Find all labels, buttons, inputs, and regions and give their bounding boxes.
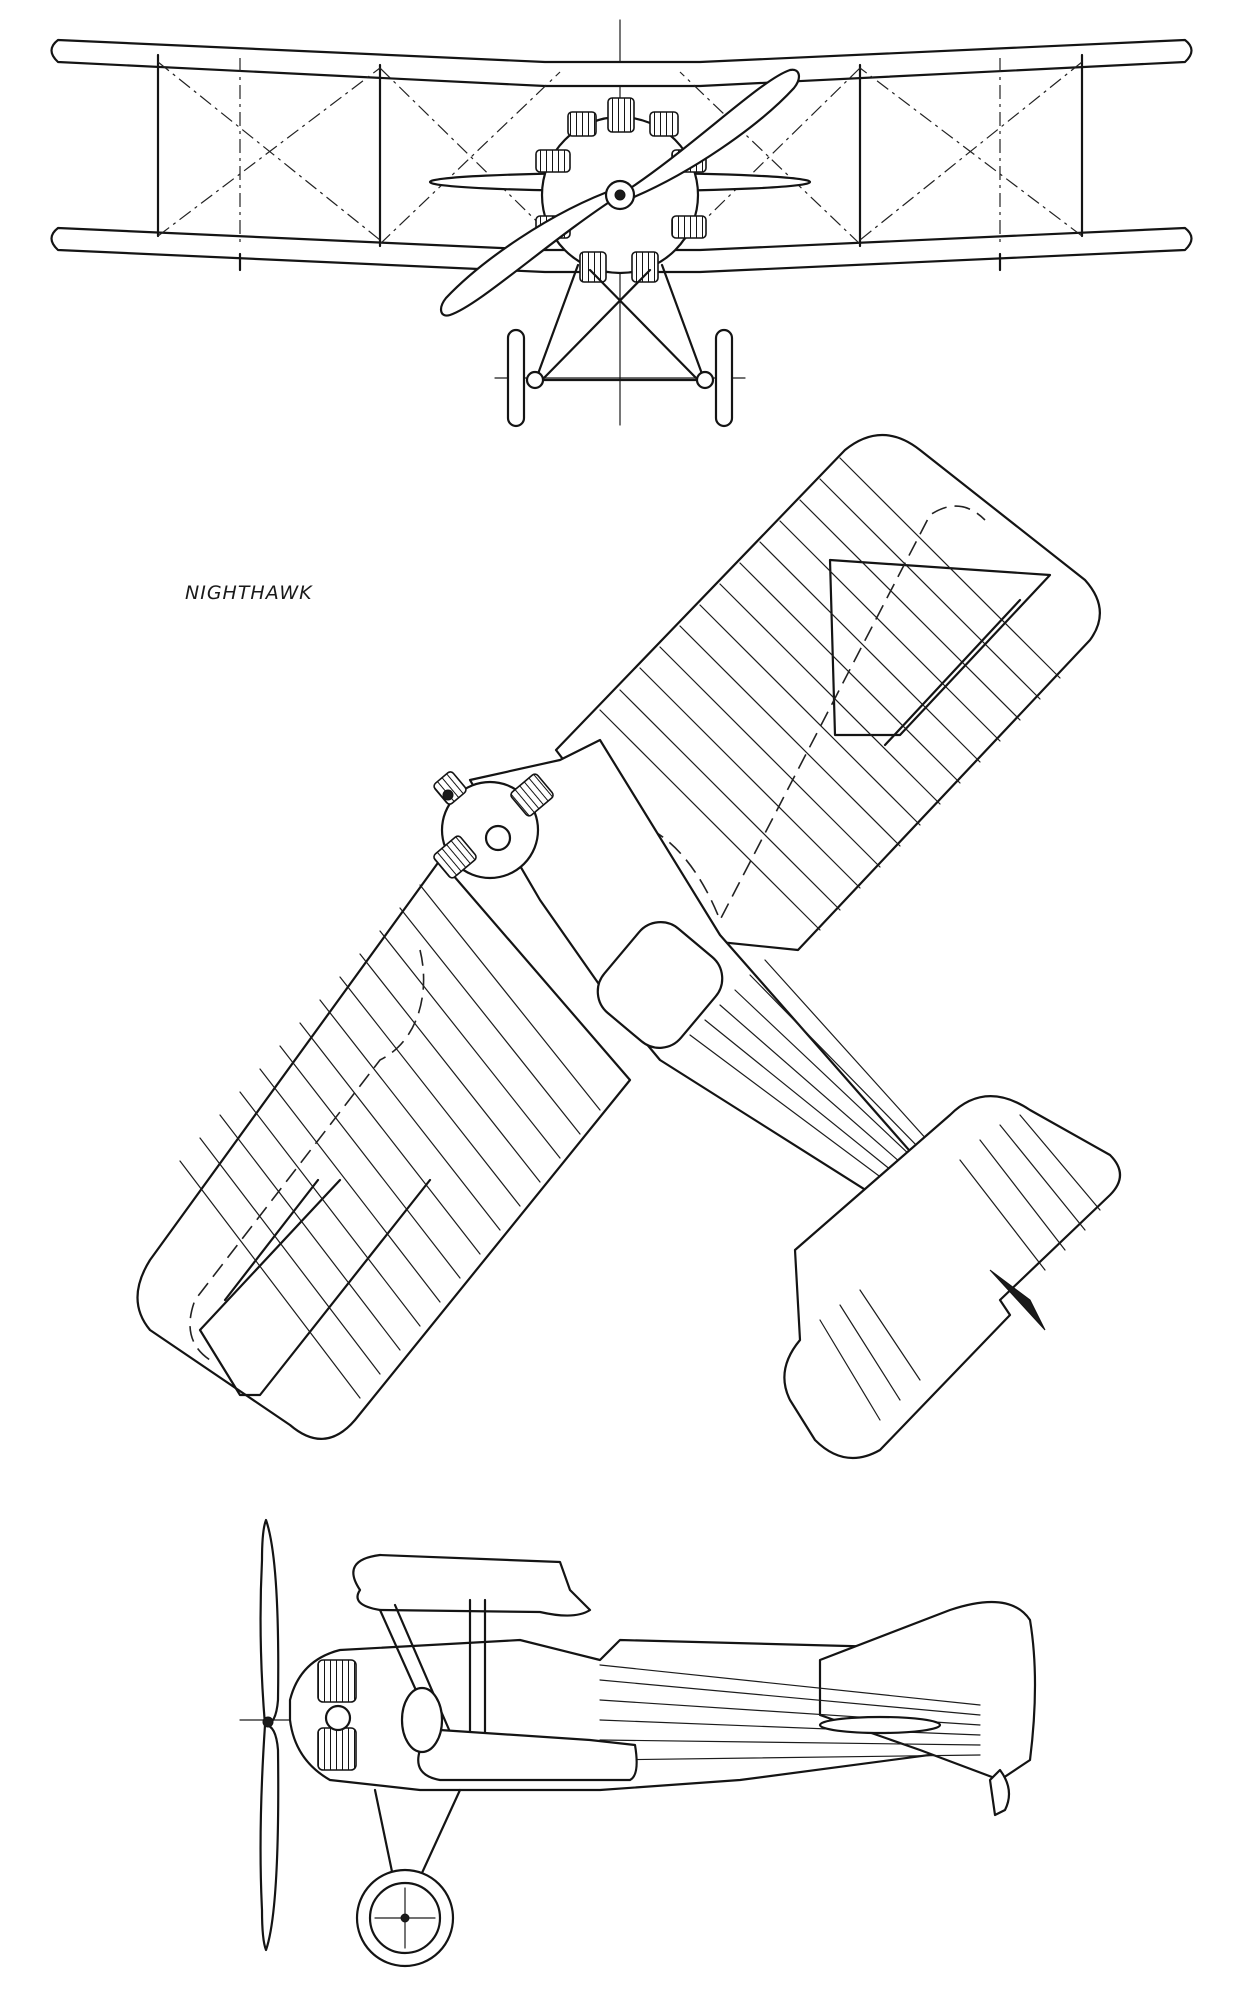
engine-side [317,1659,444,1771]
wing-ribs-right [599,457,1061,931]
tailplane-ribs-plan [819,1114,1101,1421]
interplane-struts [156,53,1084,248]
propeller-front [440,68,800,317]
plan-view [136,433,1122,1460]
wing-ribs-left [179,884,601,1399]
side-view [239,1518,1037,1968]
ailerons-plan [198,558,1052,1397]
propeller-side [259,1518,280,1727]
bracing-wires [157,58,1083,245]
fin-rudder-side [818,1600,1037,1782]
undercarriage-side [355,1788,462,1968]
upper-wing-side [352,1553,592,1617]
aircraft-name-label: NIGHTHAWK [185,582,313,604]
tailplane-plan [783,1095,1122,1460]
front-view [50,19,1193,428]
wheel-left-front [506,328,526,428]
engine-plan [433,771,554,880]
fuselage-stringers-side [599,1664,981,1761]
upper-wing-front [50,38,1193,88]
cockpit-plan [596,921,724,1049]
upper-wing-left-plan [136,858,632,1440]
wheel-right-front [714,328,734,428]
undercarriage-front [494,263,746,428]
